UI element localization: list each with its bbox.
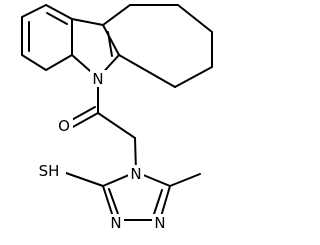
- bond: [102, 4, 131, 26]
- bond: [65, 172, 104, 187]
- bond: [118, 54, 176, 88]
- bond: [174, 66, 213, 88]
- bond: [45, 4, 73, 20]
- bond: [70, 112, 99, 129]
- bond: [71, 18, 104, 26]
- atom-n9: N: [90, 70, 106, 88]
- bond: [21, 4, 47, 18]
- atom-thiol: SH: [32, 162, 66, 180]
- structure-diagram: N O N N N SH: [21, 4, 213, 232]
- atom-label-n1: N: [110, 214, 121, 232]
- bond: [21, 54, 47, 71]
- atom-label-n4: N: [130, 165, 141, 183]
- bond: [107, 31, 113, 57]
- bond: [169, 173, 201, 187]
- bond: [45, 54, 73, 71]
- bond: [97, 112, 136, 139]
- atom-n2: N: [152, 214, 168, 232]
- atom-label-n9: N: [92, 70, 103, 88]
- bond-lines: [21, 4, 213, 221]
- atom-label-n2: N: [154, 214, 165, 232]
- bond: [108, 188, 119, 215]
- bond: [46, 12, 68, 25]
- atom-n1: N: [108, 214, 124, 232]
- bond: [177, 4, 213, 33]
- bond: [153, 189, 163, 215]
- bond: [102, 24, 120, 56]
- atom-label-o: O: [58, 117, 70, 135]
- atom-n4: N: [128, 165, 144, 183]
- atom-label-thiol: SH: [39, 162, 60, 180]
- atom-o: O: [56, 116, 73, 135]
